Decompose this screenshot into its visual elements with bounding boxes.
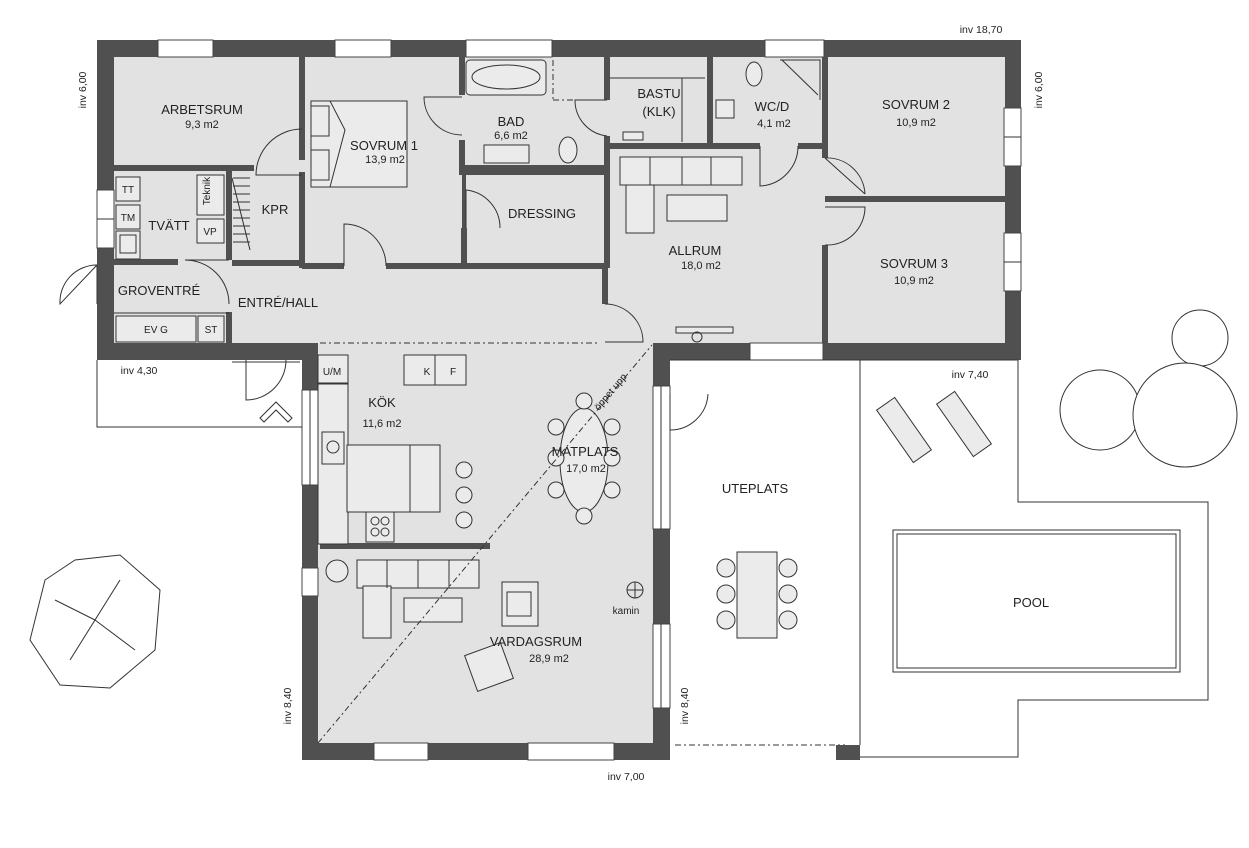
fixture-label-k: K: [424, 367, 431, 378]
window: [749, 342, 824, 361]
fixture-label-evg: EV G: [144, 325, 168, 336]
dimension-left-lower: inv 8,40: [282, 687, 294, 724]
window: [527, 742, 615, 761]
fixture-label-f: F: [450, 367, 456, 378]
outdoor-areas: [29, 309, 1238, 760]
room-label-arbetsrum: ARBETSRUM: [161, 102, 243, 117]
room-sub-bastu: (KLK): [642, 104, 675, 119]
dimension-left-upper: inv 6,00: [77, 71, 89, 108]
dimension-bottom: inv 7,00: [608, 771, 645, 783]
dimension-right-upper: inv 6,00: [1033, 71, 1045, 108]
room-label-uteplats: UTEPLATS: [722, 481, 789, 496]
room-label-pool: POOL: [1013, 595, 1049, 610]
room-label-allrum: ALLRUM: [669, 243, 722, 258]
room-label-bad: BAD: [498, 114, 525, 129]
room-label-wcd: WC/D: [755, 99, 790, 114]
room-area-sovrum2: 10,9 m2: [896, 117, 936, 129]
dimension-mid-lower: inv 8,40: [679, 687, 691, 724]
fixture-label-kamin: kamin: [613, 606, 640, 617]
window: [334, 39, 392, 58]
window: [465, 39, 553, 58]
room-label-bastu: BASTU: [637, 86, 680, 101]
room-labels: ARBETSRUM 9,3 m2 SOVRUM 1 13,9 m2 BAD 6,…: [118, 86, 1049, 665]
room-label-sovrum3: SOVRUM 3: [880, 256, 948, 271]
dimension-labels: inv 18,70 inv 6,00 inv 6,00 inv 4,30 inv…: [77, 24, 1045, 783]
room-label-kpr: KPR: [262, 202, 289, 217]
room-area-allrum: 18,0 m2: [681, 260, 721, 272]
windows: [96, 39, 1022, 761]
window: [301, 567, 319, 597]
room-label-dressing: DRESSING: [508, 206, 576, 221]
window: [764, 39, 825, 58]
room-area-matplats: 17,0 m2: [566, 463, 606, 475]
fixture-label-vp: VP: [203, 227, 217, 238]
interior-walls: [114, 57, 1005, 549]
room-area-kok: 11,6 m2: [363, 418, 402, 430]
fixture-label-teknik: Teknik: [202, 176, 213, 205]
room-area-arbetsrum: 9,3 m2: [185, 119, 219, 131]
tree: [29, 309, 1238, 689]
dimension-deck: inv 7,40: [952, 369, 989, 381]
doors: [59, 96, 866, 431]
fixture-label-tt: TT: [122, 185, 134, 196]
room-area-sovrum1: 13,9 m2: [365, 154, 405, 166]
room-label-sovrum2: SOVRUM 2: [882, 97, 950, 112]
window: [373, 742, 429, 761]
floor-areas: [114, 57, 1005, 743]
room-area-vardagsrum: 28,9 m2: [529, 653, 569, 665]
dimension-top: inv 18,70: [960, 24, 1003, 36]
furniture: [115, 59, 821, 744]
room-label-sovrum1: SOVRUM 1: [350, 138, 418, 153]
room-label-kok: KÖK: [368, 395, 396, 410]
room-label-matplats: MATPLATS: [552, 444, 619, 459]
room-area-sovrum3: 10,9 m2: [894, 275, 934, 287]
window: [157, 39, 214, 58]
room-label-tvatt: TVÄTT: [148, 218, 189, 233]
room-label-entre: ENTRÉ/HALL: [238, 295, 318, 310]
room-area-wcd: 4,1 m2: [757, 118, 791, 130]
fixture-label-um: U/M: [323, 367, 341, 378]
room-area-bad: 6,6 m2: [494, 130, 528, 142]
fixture-label-st: ST: [205, 325, 218, 336]
room-label-groventre: GROVENTRÉ: [118, 283, 201, 298]
dimension-porch: inv 4,30: [121, 365, 158, 377]
fixture-label-tm: TM: [121, 213, 135, 224]
room-label-vardagsrum: VARDAGSRUM: [490, 634, 582, 649]
